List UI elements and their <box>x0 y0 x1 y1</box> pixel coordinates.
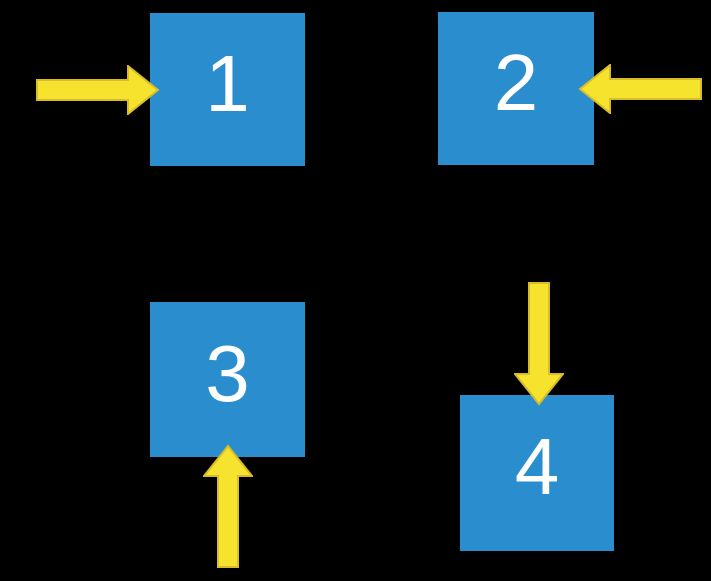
square-4-label: 4 <box>514 422 560 511</box>
arrow-left-icon <box>578 64 702 114</box>
arrow-down-icon <box>514 282 564 406</box>
square-3-label: 3 <box>205 328 250 418</box>
square-1-label: 1 <box>205 38 250 128</box>
square-2: 2 <box>438 12 594 165</box>
square-1: 1 <box>150 13 305 166</box>
arrow-right-icon <box>36 65 160 115</box>
square-2-label: 2 <box>493 37 539 127</box>
arrow-up-icon <box>203 444 253 568</box>
square-3: 3 <box>150 302 305 457</box>
square-4: 4 <box>460 395 614 551</box>
